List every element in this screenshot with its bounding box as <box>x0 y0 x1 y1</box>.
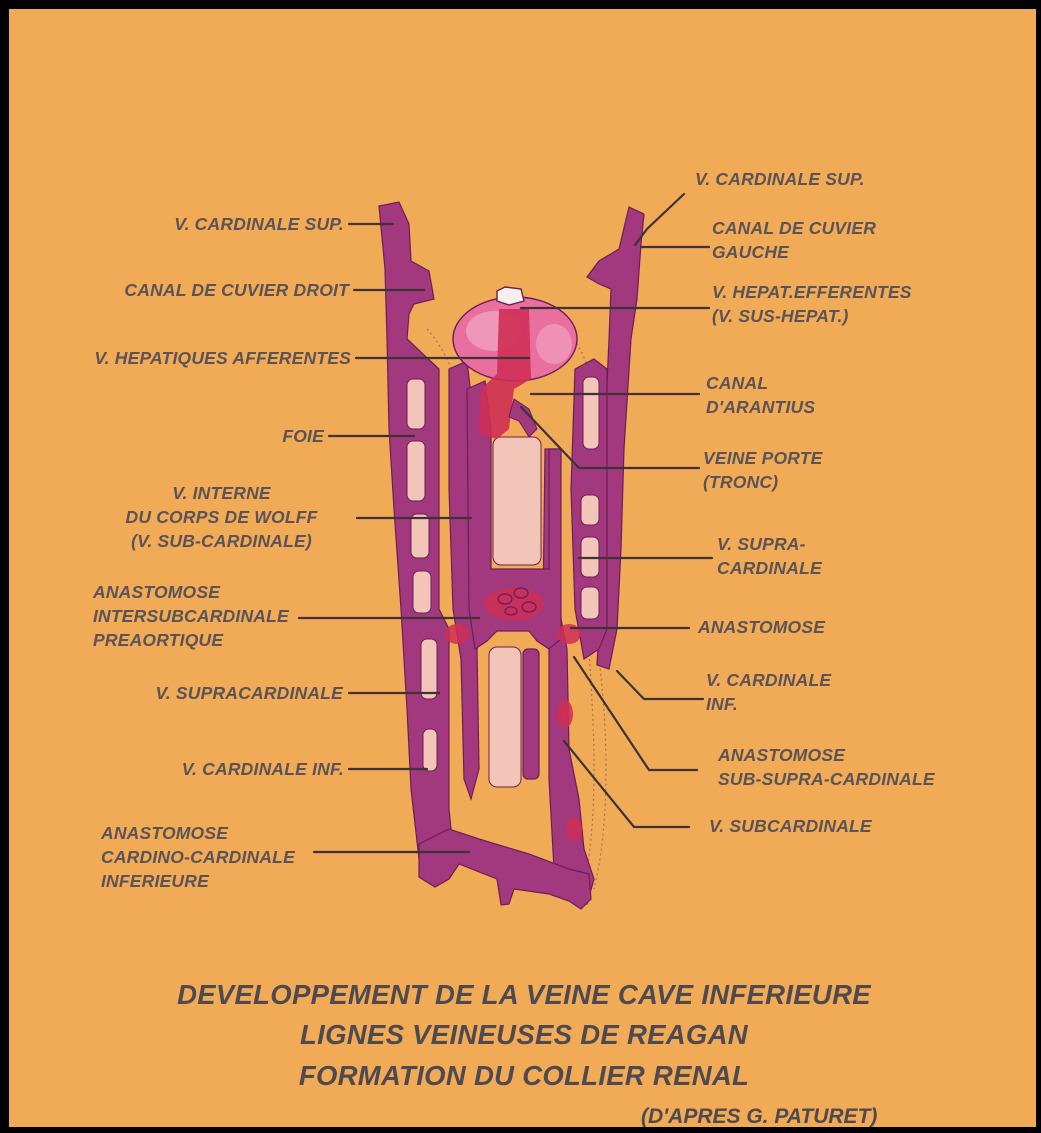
label-canal-cuvier-gauche: CANAL DE CUVIER GAUCHE <box>712 216 972 264</box>
label-veine-porte: VEINE PORTE (TRONC) <box>703 446 963 494</box>
label-v-cardinale-sup-right: V. CARDINALE SUP. <box>695 167 955 191</box>
caption-credit: (D'APRES G. PATURET) <box>641 1105 877 1129</box>
label-v-supracardinale-left: V. SUPRACARDINALE <box>69 681 343 705</box>
label-v-cardinale-sup-left: V. CARDINALE SUP. <box>89 212 344 236</box>
label-v-hepat-efferentes: V. HEPAT.EFFERENTES (V. SUS-HEPAT.) <box>712 280 1012 328</box>
caption-line-2: LIGNES VEINEUSES DE REAGAN <box>9 1019 1039 1051</box>
label-v-subcardinale: V. SUBCARDINALE <box>709 814 969 838</box>
label-v-supra-cardinale-right: V. SUPRA- CARDINALE <box>717 532 977 580</box>
label-canal-arantius: CANAL D'ARANTIUS <box>706 371 966 419</box>
label-anastomose-right: ANASTOMOSE <box>698 615 958 639</box>
caption-line-3: FORMATION DU COLLIER RENAL <box>9 1060 1039 1092</box>
label-foie: FOIE <box>209 424 324 448</box>
label-v-interne-corps-wolff: V. INTERNE DU CORPS DE WOLFF (V. SUB-CAR… <box>89 481 354 553</box>
label-v-cardinale-inf-right: V. CARDINALE INF. <box>706 668 966 716</box>
label-anastomose-intersubcardinale: ANASTOMOSE INTERSUBCARDINALE PREAORTIQUE <box>93 580 353 652</box>
label-v-hepatiques-afferentes: V. HEPATIQUES AFFERENTES <box>13 346 351 370</box>
label-canal-cuvier-droit: CANAL DE CUVIER DROIT <box>29 278 349 302</box>
label-v-cardinale-inf-left: V. CARDINALE INF. <box>69 757 344 781</box>
caption-line-1: DEVELOPPEMENT DE LA VEINE CAVE INFERIEUR… <box>9 979 1039 1011</box>
label-anastomose-sub-supra: ANASTOMOSE SUB-SUPRA-CARDINALE <box>718 743 1028 791</box>
label-anastomose-cardino-cardinale: ANASTOMOSE CARDINO-CARDINALE INFERIEURE <box>101 821 361 893</box>
